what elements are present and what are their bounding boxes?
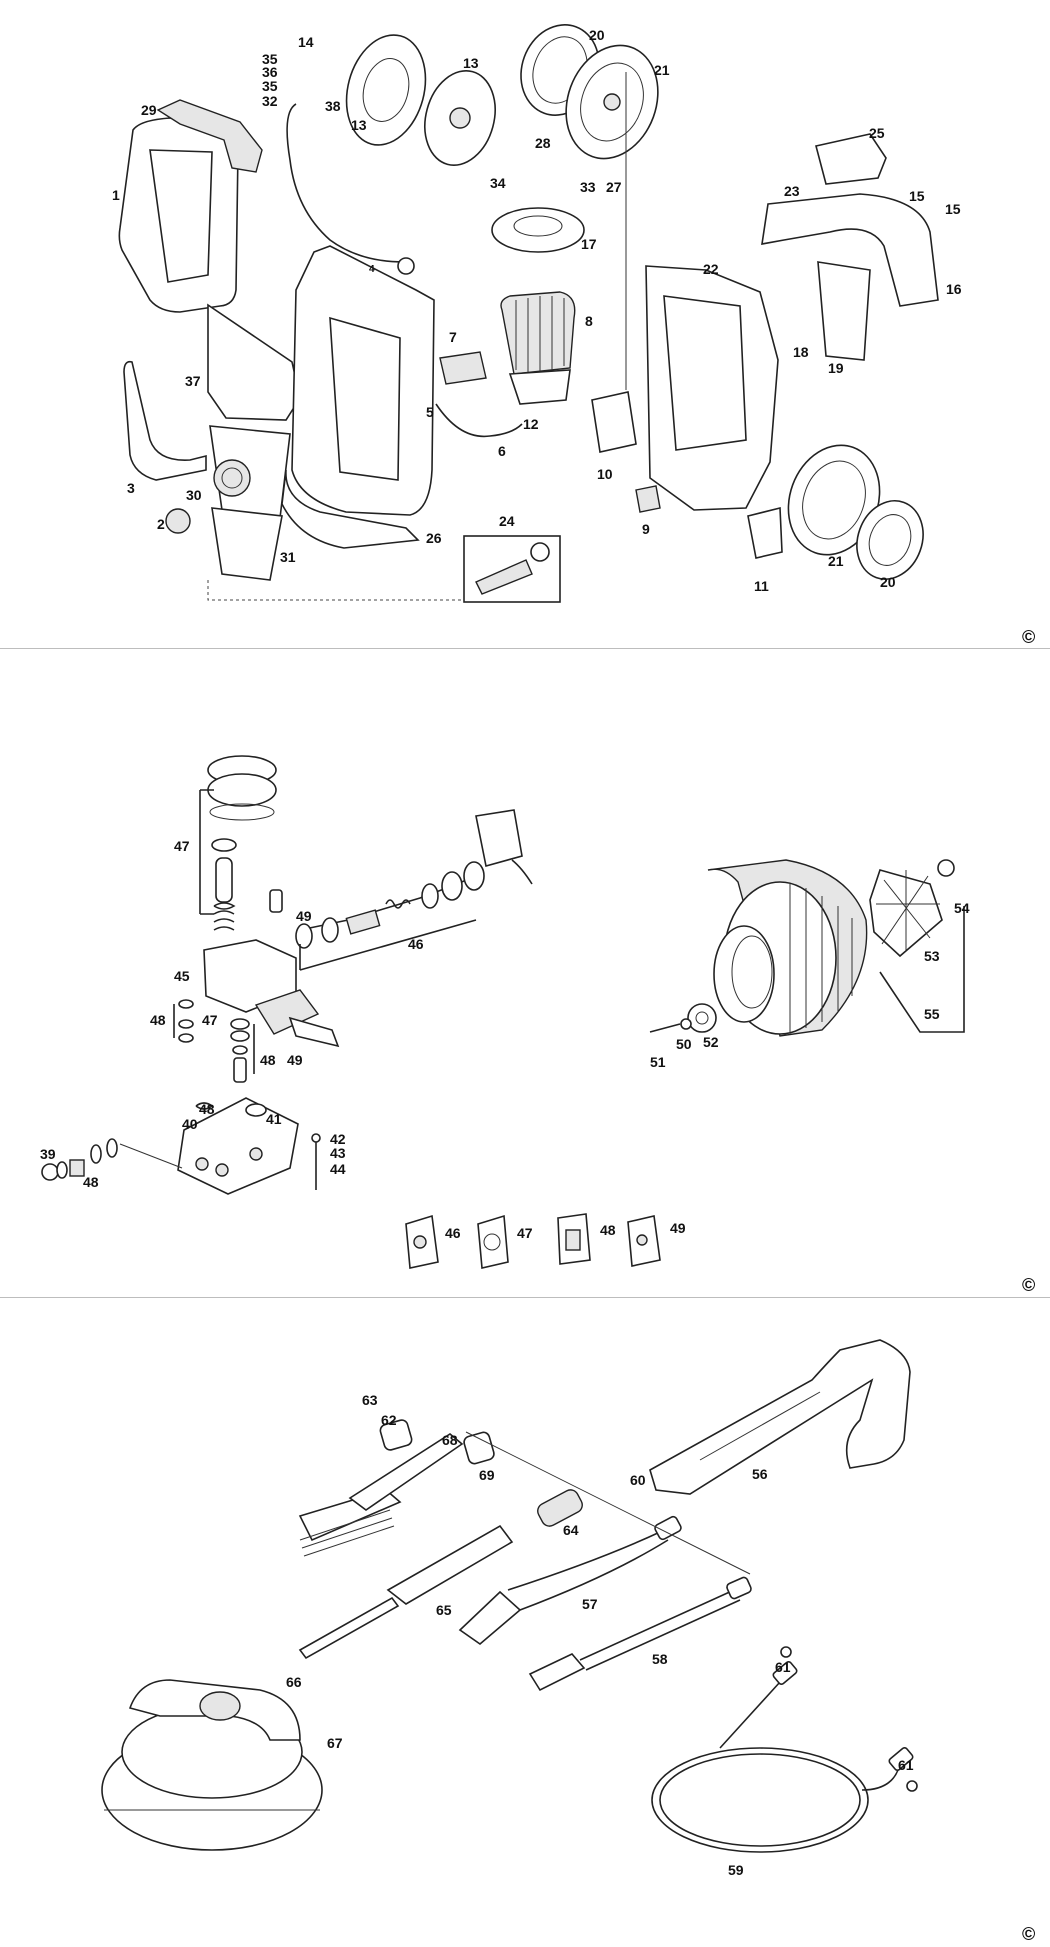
callout-3: 3	[127, 480, 135, 496]
callout-48-bottom: 48	[83, 1174, 99, 1190]
callout-16: 16	[946, 281, 962, 297]
callout-48-kit: 48	[600, 1222, 616, 1238]
callout-2: 2	[157, 516, 165, 532]
callout-49-mid: 49	[287, 1052, 303, 1068]
callout-24: 24	[499, 513, 515, 529]
callout-29: 29	[141, 102, 157, 118]
callout-52: 52	[703, 1034, 719, 1050]
callout-37: 37	[185, 373, 201, 389]
callout-8: 8	[585, 313, 593, 329]
callout-61-top: 61	[775, 1659, 791, 1675]
callout-23: 23	[784, 183, 800, 199]
callout-34: 34	[490, 175, 506, 191]
panel-divider-1	[0, 648, 1050, 649]
callout-22: 22	[703, 261, 719, 277]
callout-6: 6	[498, 443, 506, 459]
callout-20-top: 20	[589, 27, 605, 43]
callout-51: 51	[650, 1054, 666, 1070]
callout-31: 31	[280, 549, 296, 565]
callout-49-top: 49	[296, 908, 312, 924]
copyright-mark-3: ©	[1022, 1924, 1036, 1944]
callout-48-mid: 48	[260, 1052, 276, 1068]
part-housing-icon	[645, 265, 779, 511]
part-front-cover-icon	[118, 117, 240, 313]
callout-39: 39	[40, 1146, 56, 1162]
callout-7: 7	[449, 329, 457, 345]
callout-43: 43	[330, 1145, 346, 1161]
callout-57: 57	[582, 1596, 598, 1612]
callout-10: 10	[597, 466, 613, 482]
callout-5: 5	[426, 404, 434, 420]
part-frame-icon	[281, 245, 435, 549]
callout-58: 58	[652, 1651, 668, 1667]
callout-21-bottom: 21	[828, 553, 844, 569]
callout-47-mid: 47	[202, 1012, 218, 1028]
panel-divider-2	[0, 1297, 1050, 1298]
callout-26: 26	[426, 530, 442, 546]
copyright-mark-1: ©	[1022, 627, 1036, 647]
callout-53: 53	[924, 948, 940, 964]
callout-13-left: 13	[351, 117, 367, 133]
callout-15-left: 15	[909, 188, 925, 204]
callout-4: 4	[369, 264, 375, 275]
callout-50: 50	[676, 1036, 692, 1052]
callout-47: 47	[174, 838, 190, 854]
callout-48-head: 48	[199, 1101, 215, 1117]
callout-69: 69	[479, 1467, 495, 1483]
callout-62: 62	[381, 1412, 397, 1428]
callout-55: 55	[924, 1006, 940, 1022]
callout-46-kit: 46	[445, 1225, 461, 1241]
callout-19: 19	[828, 360, 844, 376]
callout-60: 60	[630, 1472, 646, 1488]
copyright-mark-2: ©	[1022, 1275, 1036, 1295]
callout-17: 17	[581, 236, 597, 252]
callout-18: 18	[793, 344, 809, 360]
callout-38: 38	[325, 98, 341, 114]
spray-gun-icon	[649, 1339, 911, 1495]
callout-67: 67	[327, 1735, 343, 1751]
callout-54: 54	[954, 900, 970, 916]
callout-36: 36	[262, 64, 278, 80]
callout-47-kit: 47	[517, 1225, 533, 1241]
callout-21-top: 21	[654, 62, 670, 78]
callout-48-left: 48	[150, 1012, 166, 1028]
callout-33: 33	[580, 179, 596, 195]
callout-30: 30	[186, 487, 202, 503]
callout-15-right: 15	[945, 201, 961, 217]
callout-40: 40	[182, 1116, 198, 1132]
motor-assembly-icon	[649, 859, 965, 1037]
callout-68: 68	[442, 1432, 458, 1448]
callout-64: 64	[563, 1522, 579, 1538]
callout-1: 1	[112, 187, 120, 203]
callout-28: 28	[535, 135, 551, 151]
callout-11: 11	[754, 578, 769, 594]
callout-9: 9	[642, 521, 650, 537]
callout-46: 46	[408, 936, 424, 952]
pump-assembly-icon	[203, 755, 320, 1035]
callout-14: 14	[298, 34, 314, 50]
callout-32: 32	[262, 93, 278, 109]
callout-44: 44	[330, 1161, 346, 1177]
callout-63: 63	[362, 1392, 378, 1408]
callout-61-bottom: 61	[898, 1757, 914, 1773]
callout-35-bottom: 35	[262, 78, 278, 94]
callout-65: 65	[436, 1602, 452, 1618]
callout-49-kit: 49	[670, 1220, 686, 1236]
callout-45: 45	[174, 968, 190, 984]
callout-66: 66	[286, 1674, 302, 1690]
callout-20-bottom: 20	[880, 574, 896, 590]
callout-56: 56	[752, 1466, 768, 1482]
callout-59: 59	[728, 1862, 744, 1878]
callout-12: 12	[523, 416, 539, 432]
callout-25: 25	[869, 125, 885, 141]
callout-35-top: 35	[262, 51, 278, 67]
callout-13-top: 13	[463, 55, 479, 71]
callout-27: 27	[606, 179, 622, 195]
callout-42: 42	[330, 1131, 346, 1147]
callout-41: 41	[266, 1111, 282, 1127]
